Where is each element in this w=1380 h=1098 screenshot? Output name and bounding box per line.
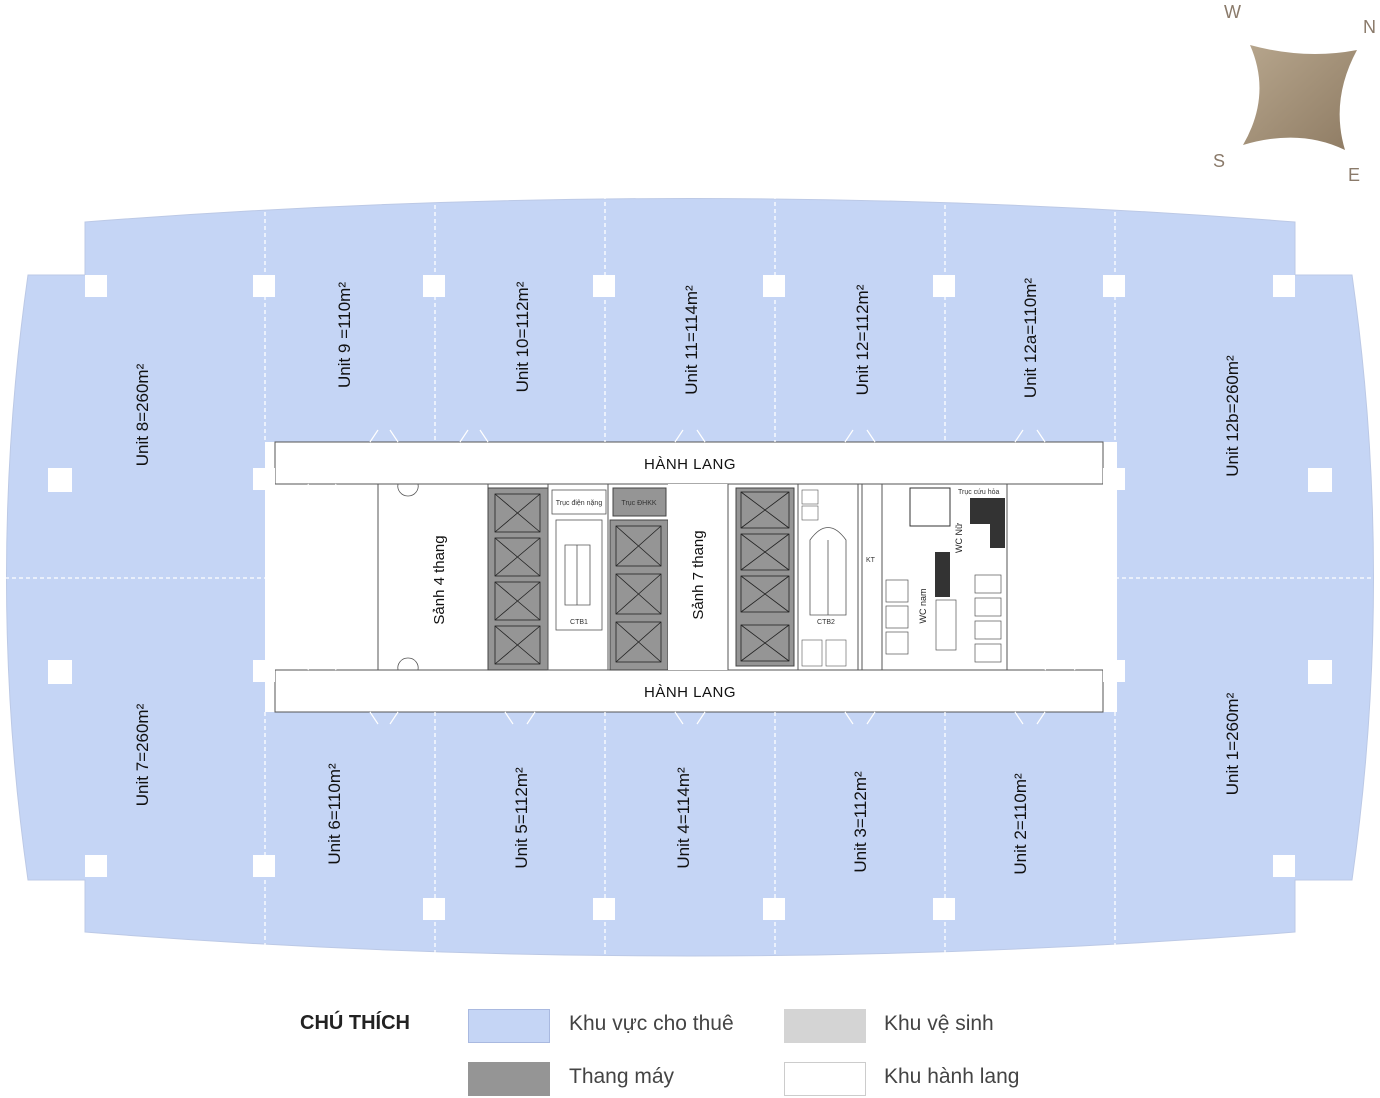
elevator-group-2: Trục ĐHKK — [609, 487, 669, 671]
corridor-top-label: HÀNH LANG — [644, 456, 736, 473]
compass-n: N — [1363, 17, 1376, 37]
stair-core-2: CTB2 KT — [797, 483, 883, 671]
unit-labels: Unit 8=260m² Unit 9 =110m² Unit 10=112m²… — [133, 278, 1242, 875]
compass-star-icon — [1243, 45, 1357, 150]
core-lobby-7: Sảnh 7 thang — [668, 484, 728, 670]
corridor-top — [274, 441, 1104, 485]
door-swings — [307, 429, 1076, 725]
unit-4-label: Unit 4=114m² — [674, 767, 693, 869]
elevator-group-1 — [487, 487, 549, 671]
lobby-4-label: Sảnh 4 thang — [431, 535, 448, 624]
wc-nu-label: WC Nữ — [954, 523, 964, 553]
truc-cuu-hoa-label: Trục cứu hỏa — [958, 488, 999, 496]
unit-11-label: Unit 11=114m² — [682, 285, 701, 395]
compass-e: E — [1348, 165, 1360, 185]
unit-8-label: Unit 8=260m² — [133, 363, 152, 466]
lobby-7-label: Sảnh 7 thang — [690, 530, 707, 619]
compass-s: S — [1213, 151, 1225, 171]
legend-swatch-corridor — [784, 1062, 866, 1096]
legend-swatch-elevator — [468, 1062, 550, 1096]
unit-9-label: Unit 9 =110m² — [335, 282, 354, 388]
legend-swatch-toilet — [784, 1009, 866, 1043]
kt-label: KT — [866, 557, 876, 564]
legend-swatch-rental — [468, 1009, 550, 1043]
legend-label-rental: Khu vực cho thuê — [569, 1012, 734, 1035]
legend-label-elevator: Thang máy — [569, 1065, 675, 1088]
unit-3-label: Unit 3=112m² — [851, 771, 870, 873]
toilet-block: Trục cứu hỏa WC nam WC Nữ — [881, 483, 1008, 671]
legend-label-toilet: Khu vệ sinh — [884, 1012, 994, 1035]
unit-7-label: Unit 7=260m² — [133, 703, 152, 806]
truc-dien-nang-label: Trục điện nặng — [556, 500, 603, 507]
stair-core-1: Trục điện nặng CTB1 — [547, 483, 609, 671]
truc-dhkk-label: Trục ĐHKK — [621, 500, 656, 507]
unit-2-label: Unit 2=110m² — [1011, 773, 1030, 875]
structural-columns — [48, 275, 1332, 920]
legend-title: CHÚ THÍCH — [300, 1012, 410, 1034]
unit-5-label: Unit 5=112m² — [512, 767, 531, 869]
unit-12b-label: Unit 12b=260m² — [1223, 355, 1242, 477]
elevator-group-3 — [727, 483, 799, 671]
unit-1-label: Unit 1=260m² — [1223, 692, 1242, 795]
unit-12-label: Unit 12=112m² — [853, 284, 872, 395]
legend-label-corridor: Khu hành lang — [884, 1065, 1020, 1088]
ctb1-label: CTB1 — [570, 619, 588, 626]
core-lobby-4: Sảnh 4 thang — [377, 483, 489, 671]
floor-plan: W N S E HÀNH LANG HÀNH LANG — [6, 2, 1376, 957]
compass-w: W — [1224, 2, 1241, 22]
unit-12a-label: Unit 12a=110m² — [1021, 278, 1040, 399]
corridor-bottom-label: HÀNH LANG — [644, 684, 736, 701]
ctb2-label: CTB2 — [817, 619, 835, 626]
unit-10-label: Unit 10=112m² — [513, 281, 532, 392]
wc-nam-label: WC nam — [918, 588, 928, 623]
compass: W N S E — [1213, 2, 1376, 185]
unit-6-label: Unit 6=110m² — [325, 763, 344, 865]
legend: CHÚ THÍCH Khu vực cho thuê Khu vệ sinh T… — [0, 1000, 1380, 1098]
